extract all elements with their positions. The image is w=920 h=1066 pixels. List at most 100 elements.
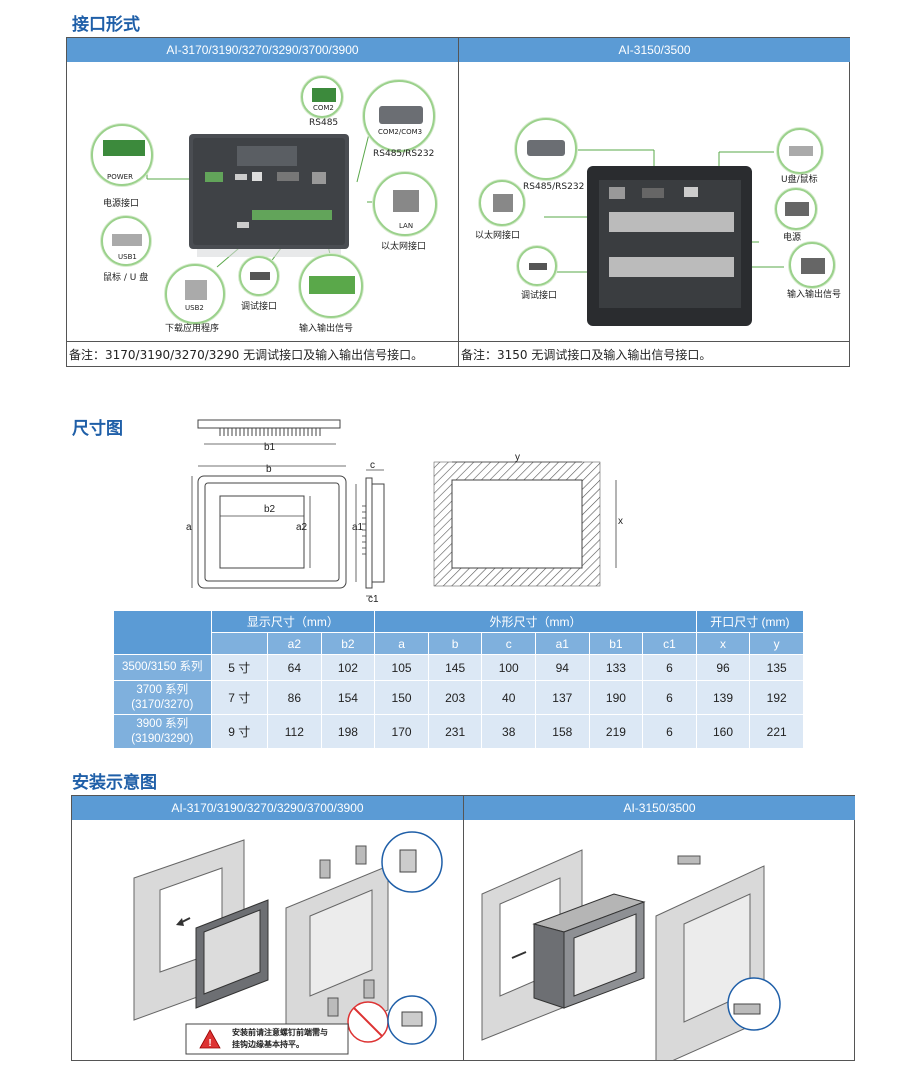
dimension-drawing	[191, 419, 617, 597]
column-header: c1	[642, 632, 697, 655]
table-row: 3700 系列(3170/3270) 7 寸 86 154 150 203 40…	[113, 680, 804, 715]
table-cell: 94	[535, 654, 590, 681]
column-header: a1	[535, 632, 590, 655]
table-cell: 6	[642, 680, 697, 715]
dim-c1: c1	[368, 594, 379, 605]
usb2-callout	[165, 264, 225, 324]
right-install-illustration	[481, 849, 781, 1060]
table-cell: 100	[481, 654, 537, 681]
dim-x: x	[618, 516, 623, 527]
row-model-name: 3900 系列	[136, 717, 189, 730]
table-cell: 64	[267, 654, 322, 681]
right-io-label: 输入输出信号	[787, 290, 842, 300]
interface-panel: AI-3170/3190/3270/3290/3700/3900 AI-3150…	[66, 37, 850, 367]
debug-label: 调试接口	[241, 302, 278, 312]
dim-a1: a1	[352, 522, 364, 533]
com2-rs485-callout	[301, 76, 343, 118]
table-cell: 219	[588, 714, 644, 749]
table-cell: 86	[267, 680, 322, 715]
column-header: b1	[588, 632, 644, 655]
table-cell: 150	[374, 680, 429, 715]
install-divider	[463, 796, 464, 1060]
table-cell: 135	[749, 654, 804, 681]
com2-com3-port-label: COM2/COM3	[378, 128, 423, 136]
power-callout	[91, 124, 153, 186]
ethernet-label: 以太网接口	[381, 242, 427, 252]
column-header: y	[749, 632, 804, 655]
rs485-label: RS485	[309, 118, 339, 128]
table-cell: 139	[695, 680, 751, 715]
column-header: a	[374, 632, 429, 655]
interface-left-note: 备注：3170/3190/3270/3290 无调试接口及输入输出信号接口。	[69, 348, 424, 362]
right-power-callout	[775, 188, 817, 230]
dim-b2: b2	[264, 504, 276, 515]
io-label: 输入输出信号	[299, 324, 354, 334]
com2-com3-callout	[363, 80, 435, 152]
dim-a2: a2	[296, 522, 308, 533]
left-install-illustration: !	[133, 831, 443, 1055]
table-cell: 221	[749, 714, 804, 749]
table-cell: 133	[588, 654, 644, 681]
table-cell: 102	[320, 654, 376, 681]
section-title-interface: 接口形式	[72, 15, 140, 35]
install-right-header: AI-3150/3500	[464, 796, 855, 820]
row-screen-size: 7 寸	[210, 680, 269, 715]
table-column-header-row: a2 b2 a b c a1 b1 c1 x y	[114, 632, 804, 655]
interface-divider	[458, 38, 459, 366]
usb1-callout	[101, 216, 151, 266]
usb1-port-label: USB1	[118, 253, 137, 261]
row-model: 3900 系列 (3190/3290)	[113, 714, 212, 749]
install-panel: AI-3170/3190/3270/3290/3700/3900 AI-3150…	[71, 795, 855, 1061]
row-model-subname: (3190/3290)	[131, 732, 194, 745]
warning-line-1: 安装前请注意螺钉前端需与	[232, 1028, 328, 1037]
warning-line-2: 挂钩边缘基本持平。	[232, 1040, 304, 1049]
download-label: 下载应用程序	[165, 324, 220, 334]
table-cell: 192	[749, 680, 804, 715]
table-cell: 160	[695, 714, 751, 749]
column-header: c	[481, 632, 537, 655]
row-model: 3700 系列(3170/3270)	[113, 680, 212, 715]
row-screen-size: 9 寸	[210, 714, 269, 749]
group-header-opening: 开口尺寸 (mm)	[695, 610, 805, 633]
install-left-header: AI-3170/3190/3270/3290/3700/3900	[72, 796, 463, 820]
row-model: 3500/3150 系列	[113, 654, 212, 681]
dimension-table: 显示尺寸（mm） 外形尺寸（mm） 开口尺寸 (mm) a2 b2 a b c …	[113, 610, 805, 749]
section-title-dimension: 尺寸图	[72, 419, 123, 439]
mouse-u-label: 鼠标 / U 盘	[103, 273, 149, 283]
right-usb-callout	[777, 128, 823, 174]
usb2-port-label: USB2	[185, 304, 204, 312]
right-ethernet-label: 以太网接口	[475, 231, 521, 241]
dim-b: b	[266, 464, 272, 475]
table-cell: 137	[535, 680, 590, 715]
right-udisk-mouse-label: U盘/鼠标	[781, 175, 818, 185]
table-cell: 203	[427, 680, 483, 715]
table-cell: 154	[320, 680, 376, 715]
com2-port-label: COM2	[313, 104, 334, 112]
row-screen-size: 5 寸	[210, 654, 269, 681]
table-cell: 40	[481, 680, 537, 715]
right-rs485-rs232-label: RS485/RS232	[523, 182, 585, 192]
row-model-subname: (3170/3270)	[131, 698, 194, 711]
right-ethernet-callout	[479, 180, 525, 226]
dim-b1: b1	[264, 442, 276, 453]
table-cell: 190	[588, 680, 644, 715]
column-header: b	[427, 632, 483, 655]
interface-right-header: AI-3150/3500	[459, 38, 850, 62]
table-cell: 198	[320, 714, 376, 749]
dim-y: y	[515, 452, 520, 463]
interface-left-header: AI-3170/3190/3270/3290/3700/3900	[67, 38, 458, 62]
table-cell: 105	[374, 654, 429, 681]
column-header: b2	[320, 632, 376, 655]
dim-c: c	[370, 460, 375, 471]
power-label: 电源接口	[103, 199, 140, 209]
interface-note-divider	[67, 341, 849, 342]
table-row: 3900 系列(3190/3290) 9 寸 112 198 170 231 3…	[113, 714, 804, 749]
column-header: x	[695, 632, 751, 655]
right-io-callout	[789, 242, 835, 288]
right-power-label: 电源	[783, 233, 802, 243]
table-corner	[113, 610, 212, 655]
svg-text:!: !	[208, 1038, 211, 1049]
right-debug-callout	[517, 246, 557, 286]
interface-right-note: 备注：3150 无调试接口及输入输出信号接口。	[461, 348, 712, 362]
column-header: a2	[267, 632, 322, 655]
